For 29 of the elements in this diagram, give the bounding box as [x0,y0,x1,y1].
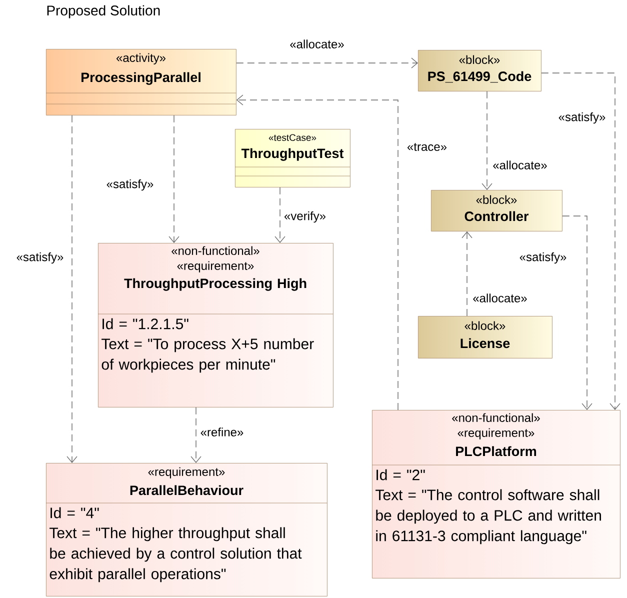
block-box: «block» PS_61499_Code [418,50,542,92]
arrow [66,115,78,463]
test-case-box: «testCase» ThroughputTest [234,129,350,188]
arrow [236,58,418,68]
arrow [168,115,180,243]
edge-label: «satisfy» [557,111,607,125]
arrow [462,231,472,316]
block-box: «block» Controller [431,190,562,232]
edge-label: «allocate» [472,292,528,304]
edge-label: «allocate» [492,160,548,170]
arrow [541,72,620,410]
activity-box: «activity» ProcessingParallel [46,49,236,116]
edge-label: «allocate» [288,38,346,50]
edge-label: «refine» [199,426,245,438]
arrow [236,94,398,410]
edge-label: «satisfy» [15,251,65,265]
requirement-box: «non-functional» «requirement» ThroughputProcessing High Id = "1.2.1.5" Text = "To process X+5 number of workpieces per minute" [98,243,334,408]
arrow [482,91,492,190]
title: Proposed Solution [47,5,160,18]
edge-label: «satisfy» [105,178,155,192]
edge-label: «satisfy» [518,251,568,265]
arrow [274,187,286,243]
requirement-box: «requirement» ParallelBehaviour Id = "4" Text = "The higher throughput shall be achieved by a control solution that exhibit parallel operations" [46,463,328,596]
block-box: «block» License [418,316,552,358]
arrow [190,407,202,463]
edge-label: «verify» [283,210,328,224]
arrow [562,216,592,410]
edge-label: «trace» [406,142,448,152]
requirement-box: «non-functional» «requirement» PLCPlatform Id = "2" Text = "The control software shall be deployed to a PLC and written in 61131-3 compliant language" [372,410,620,578]
